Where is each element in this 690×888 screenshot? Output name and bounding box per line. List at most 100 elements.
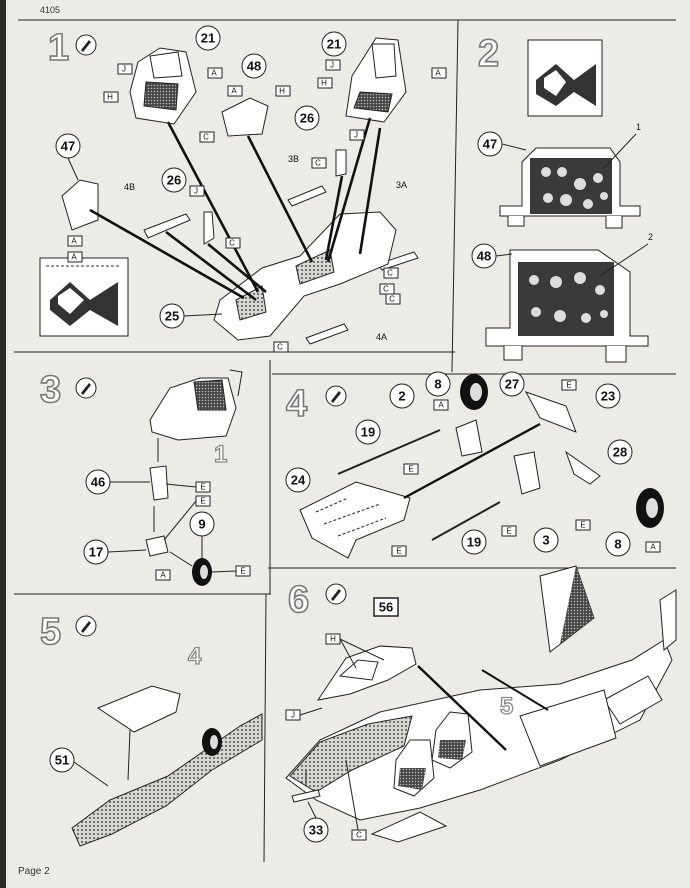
svg-text:3B: 3B [288, 154, 299, 164]
svg-text:H: H [330, 635, 336, 644]
svg-text:J: J [291, 711, 295, 720]
svg-text:26: 26 [167, 173, 181, 188]
ejection-seat [345, 37, 407, 123]
svg-text:9: 9 [198, 517, 205, 532]
svg-text:21: 21 [327, 37, 341, 52]
control-stick-part [203, 211, 215, 245]
svg-text:46: 46 [91, 475, 105, 490]
cockpit-tub [149, 369, 243, 441]
svg-text:A: A [211, 69, 217, 78]
svg-text:33: 33 [309, 823, 323, 838]
instrument-panel-2 [485, 249, 649, 363]
svg-text:21: 21 [201, 31, 215, 46]
svg-text:J: J [330, 61, 334, 70]
svg-text:E: E [200, 497, 205, 506]
assembly-lines [89, 117, 382, 302]
svg-text:25: 25 [165, 309, 179, 324]
svg-text:A: A [71, 253, 77, 262]
step-number: 2 [478, 33, 499, 75]
nose-gear-leg [145, 465, 169, 557]
step-2: 2 47 48 1 2 [471, 32, 653, 363]
instrument-panel-1 [499, 147, 641, 229]
svg-text:A: A [71, 237, 77, 246]
svg-text:H: H [279, 87, 285, 96]
svg-text:24: 24 [291, 473, 306, 488]
svg-text:E: E [506, 527, 511, 536]
step-number: 6 [288, 579, 309, 621]
side-console-parts [143, 185, 419, 345]
step-5: 5 4 51 [39, 610, 263, 847]
step-6: 6 56 5 [285, 565, 677, 843]
svg-text:56: 56 [379, 600, 393, 615]
color-reference-flags: J H A A H C J H A A C J C A J C C C C [67, 59, 447, 353]
gear-bay-part [299, 481, 411, 559]
panel-grid [14, 19, 676, 863]
wheel [202, 728, 222, 756]
step-number: 3 [40, 369, 61, 411]
svg-text:47: 47 [61, 139, 75, 154]
svg-text:E: E [396, 547, 401, 556]
svg-text:8: 8 [434, 377, 441, 392]
svg-text:27: 27 [505, 377, 519, 392]
svg-text:H: H [107, 93, 113, 102]
svg-text:E: E [566, 381, 571, 390]
svg-text:5: 5 [500, 693, 513, 720]
svg-text:19: 19 [361, 425, 375, 440]
svg-text:A: A [231, 87, 237, 96]
svg-text:48: 48 [477, 249, 491, 264]
svg-text:23: 23 [601, 389, 615, 404]
svg-text:J: J [122, 65, 126, 74]
instrument-panel-part [221, 97, 269, 137]
step-number: 5 [40, 611, 61, 653]
svg-text:51: 51 [55, 753, 69, 768]
part-callouts: 21 48 21 26 47 26 25 [55, 25, 347, 329]
svg-text:C: C [387, 269, 393, 278]
svg-text:19: 19 [467, 535, 481, 550]
step-number: 1 [48, 27, 69, 69]
kit-code: 4105 [40, 5, 61, 15]
svg-text:48: 48 [247, 59, 261, 74]
gear-bay-part [96, 685, 181, 733]
decal-sheet-icon [39, 257, 129, 337]
svg-text:C: C [229, 239, 235, 248]
svg-text:28: 28 [613, 445, 627, 460]
svg-text:A: A [438, 401, 444, 410]
cockpit-tub [213, 211, 397, 341]
svg-text:2: 2 [648, 232, 653, 242]
svg-text:17: 17 [89, 545, 103, 560]
svg-text:1: 1 [214, 441, 227, 468]
svg-text:C: C [315, 159, 321, 168]
fuselage [285, 565, 677, 843]
svg-text:8: 8 [614, 537, 621, 552]
svg-text:E: E [408, 465, 413, 474]
svg-text:2: 2 [398, 389, 405, 404]
wheel [192, 558, 212, 586]
svg-text:C: C [203, 133, 209, 142]
svg-text:C: C [277, 343, 283, 352]
svg-text:47: 47 [483, 137, 497, 152]
svg-text:E: E [200, 483, 205, 492]
svg-text:3A: 3A [396, 180, 407, 190]
svg-text:C: C [389, 295, 395, 304]
svg-text:E: E [240, 567, 245, 576]
svg-text:4B: 4B [124, 182, 135, 192]
svg-text:A: A [435, 69, 441, 78]
ejection-seat [431, 711, 473, 769]
step-number: 4 [286, 383, 307, 425]
svg-text:1: 1 [636, 122, 641, 132]
wheel [636, 488, 664, 528]
fuselage-floor [71, 713, 263, 847]
instrument-panel-part [61, 179, 99, 231]
gear-struts [337, 429, 501, 541]
wheel [460, 374, 488, 410]
step-4: 4 8 2 27 23 19 28 [285, 371, 664, 559]
svg-text:C: C [383, 285, 389, 294]
svg-text:A: A [650, 543, 656, 552]
svg-text:A: A [160, 571, 166, 580]
canopy [316, 645, 417, 701]
svg-text:4A: 4A [376, 332, 387, 342]
svg-text:C: C [356, 831, 362, 840]
gear-legs [455, 391, 601, 495]
svg-text:E: E [580, 521, 585, 530]
